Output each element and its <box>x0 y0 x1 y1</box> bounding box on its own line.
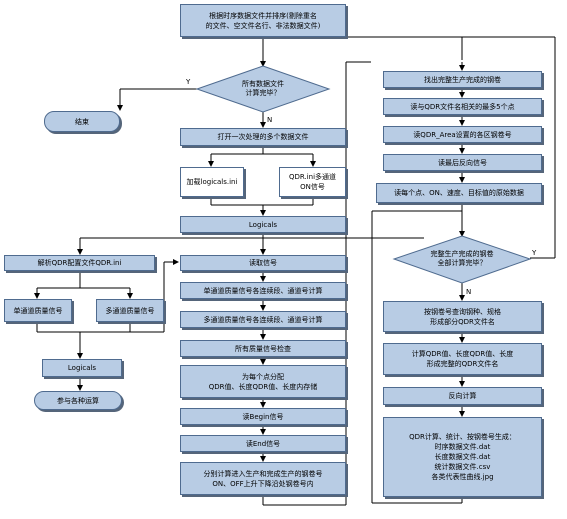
node-single-channel-segments: 单通道质量信号各连续段、通道号计算 <box>180 282 346 299</box>
node-open-files: 打开一次处理的多个数据文件 <box>180 128 346 146</box>
edge-label-yes: Y <box>186 78 191 86</box>
node-single-channel-quality: 单通道质量信号 <box>4 299 72 322</box>
node-multi-channel-quality: 多通道质量信号 <box>96 299 164 322</box>
decision-all-coils-done <box>392 235 532 284</box>
node-assign-qdr-values: 为每个点分配 QDR值、长度QDR值、长度内存储 <box>180 365 346 398</box>
decision-all-coils-done-label: 完整生产完成的钢卷 全部计算完毕？ <box>430 250 494 267</box>
edge-label-no: N <box>267 116 273 124</box>
node-qdr-ini-on-signal: QDR.ini多通道 ON信号 <box>279 167 346 197</box>
node-read-begin-signal: 读Begin信号 <box>180 408 346 425</box>
node-logicals-left: Logicals <box>42 359 122 377</box>
node-query-steel-grade: 按钢卷号查询钢种、规格 形成部分QDR文件名 <box>383 301 542 332</box>
node-logicals: Logicals <box>180 216 346 233</box>
node-calc-qdr-filename: 计算QDR值、长度QDR值、长度 形成完整的QDR文件名 <box>383 343 542 375</box>
edge-label-yes-2: Y <box>532 249 537 257</box>
node-read-qdr-points: 读与QDR文件名相关的最多5个点 <box>383 98 542 115</box>
node-quality-check: 所有质量信号检查 <box>180 340 346 357</box>
node-find-complete-coils: 找出完整生产完成的钢卷 <box>383 71 542 88</box>
node-calc-coil-numbers: 分别计算进入生产和完成生产的钢卷号 ON、OFF上升下降沿处钢卷号内 <box>180 462 346 495</box>
node-end: 结束 <box>44 111 120 132</box>
node-read-reverse-signal: 读最后反向信号 <box>383 154 542 171</box>
node-reverse-calc: 反向计算 <box>383 387 542 405</box>
node-read-signals: 读取信号 <box>180 255 346 271</box>
decision-all-files-done <box>195 65 331 113</box>
node-read-raw-data: 读每个点、ON、速度、目标值的原始数据 <box>376 183 542 203</box>
node-read-qdr-area: 读QDR_Area设置的各区钢卷号 <box>383 126 542 143</box>
decision-all-files-done-label: 所有数据文件 计算完毕？ <box>242 80 284 97</box>
node-load-logicals-ini: 加载logicals.ini <box>180 167 244 197</box>
node-sort-files: 根据时序数据文件并排序(剔除重名 的文件、空文件名行、非法数据文件) <box>180 4 346 37</box>
node-multi-channel-segments: 多通道质量信号各连续段、通道号计算 <box>180 311 346 328</box>
node-parse-qdr-ini: 解析QDR配置文件QDR.ini <box>4 255 155 271</box>
edge-label-no-2: N <box>466 288 472 296</box>
node-participate-calculation: 参与各种运算 <box>34 391 122 410</box>
node-read-end-signal: 读End信号 <box>180 435 346 452</box>
node-generate-output-files: QDR计算、统计、按钢卷号生成： 时序数据文件.dat 长度数据文件.dat 统… <box>383 417 542 497</box>
